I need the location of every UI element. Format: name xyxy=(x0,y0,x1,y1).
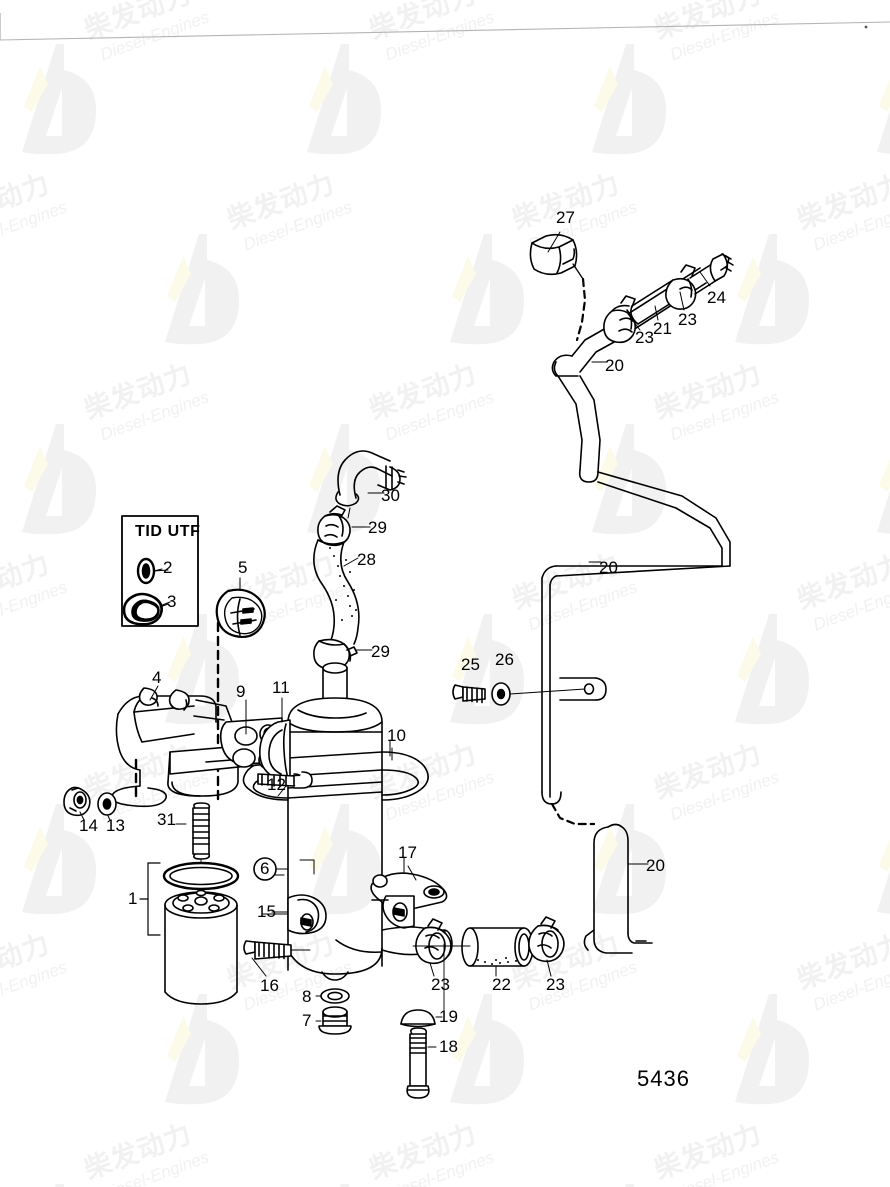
callout-number: 3 xyxy=(167,592,177,611)
part-28-hose xyxy=(313,539,360,647)
callout-number: 18 xyxy=(439,1037,458,1056)
part-10-strap xyxy=(242,751,429,801)
callout-number: 30 xyxy=(381,486,400,505)
callout-number: 22 xyxy=(492,975,511,994)
callout-number: 31 xyxy=(157,810,176,829)
callout-number: 16 xyxy=(260,976,279,995)
callout-number: 12 xyxy=(267,775,286,794)
callout-number: 4 xyxy=(152,668,162,687)
callout-number: 14 xyxy=(79,816,98,835)
part-12-screw xyxy=(257,771,313,789)
part-31-stud xyxy=(192,802,211,860)
callout-number: 29 xyxy=(368,518,387,537)
callout-number: 5 xyxy=(238,558,248,577)
callout-number: 17 xyxy=(398,843,417,862)
part-7-plug xyxy=(318,1006,352,1035)
part-8-washer xyxy=(320,988,350,1004)
callout-number: 20 xyxy=(646,856,665,875)
callout-number: 6 xyxy=(260,859,270,878)
callout-number: 23 xyxy=(635,328,654,347)
callout-number: 10 xyxy=(387,726,406,745)
callout-number: 24 xyxy=(707,288,726,307)
part-19-washer xyxy=(400,1009,436,1028)
part-20-upper-hose xyxy=(551,267,707,483)
part-23-clamp-right xyxy=(528,916,565,963)
callout-number: 29 xyxy=(371,642,390,661)
part-24-nipple xyxy=(689,253,734,295)
callout-number: 28 xyxy=(357,550,376,569)
callout-number: 20 xyxy=(599,558,618,577)
callout-number: 13 xyxy=(106,816,125,835)
callout-number: 20 xyxy=(605,356,624,375)
callout-number: 8 xyxy=(302,987,312,1006)
tid-utf-inset-label: TID UTF xyxy=(135,523,201,540)
part-18-bolt xyxy=(406,1027,430,1099)
callout-number: 23 xyxy=(431,975,450,994)
callout-number: 27 xyxy=(556,208,575,227)
filter-housing-neck xyxy=(322,662,348,701)
callout-number: 2 xyxy=(163,558,173,577)
figure-number: 5436 xyxy=(637,1066,690,1091)
callout-number: 23 xyxy=(546,975,565,994)
callout-number: 19 xyxy=(439,1007,458,1026)
callout-number: 9 xyxy=(236,682,246,701)
callout-number: 1 xyxy=(128,889,138,908)
tid-utf-inset-box xyxy=(121,515,199,627)
callout-number: 7 xyxy=(302,1011,312,1030)
callout-number: 25 xyxy=(461,655,480,674)
part-13-washer xyxy=(97,792,117,816)
part-16-screw xyxy=(243,940,292,960)
callout-number: 15 xyxy=(257,902,276,921)
callout-number: 26 xyxy=(495,650,514,669)
callout-number: 21 xyxy=(653,319,672,338)
callout-number: 23 xyxy=(678,310,697,329)
callout-number: 11 xyxy=(272,678,290,697)
